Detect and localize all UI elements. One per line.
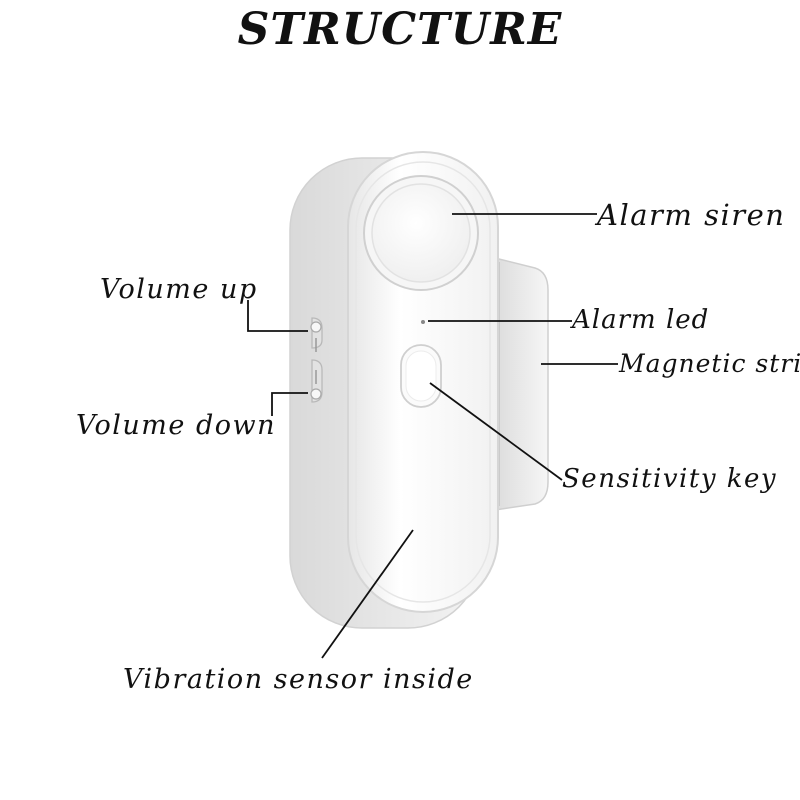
- label-alarm-siren: Alarm siren: [597, 198, 786, 232]
- leader-volume-up: [247, 300, 308, 332]
- label-magnetic-strip: Magnetic strip: [619, 349, 800, 378]
- alarm-led: [421, 320, 425, 324]
- label-alarm-led: Alarm led: [572, 305, 710, 335]
- volume-buttons: [310, 317, 323, 403]
- label-volume-down: Volume down: [76, 410, 277, 441]
- leader-sensitivity-key: [429, 382, 563, 481]
- magnetic-strip: [494, 257, 549, 511]
- page-title: STRUCTURE: [237, 4, 563, 55]
- label-volume-up: Volume up: [100, 274, 258, 305]
- alarm-siren: [363, 175, 479, 291]
- leader-vibration-sensor: [321, 529, 414, 659]
- leader-lines: [247, 213, 618, 659]
- label-vibration-sensor: Vibration sensor inside: [123, 664, 474, 695]
- label-sensitivity-key: Sensitivity key: [562, 464, 778, 494]
- sensitivity-key: [400, 344, 442, 408]
- leader-volume-down: [271, 392, 308, 416]
